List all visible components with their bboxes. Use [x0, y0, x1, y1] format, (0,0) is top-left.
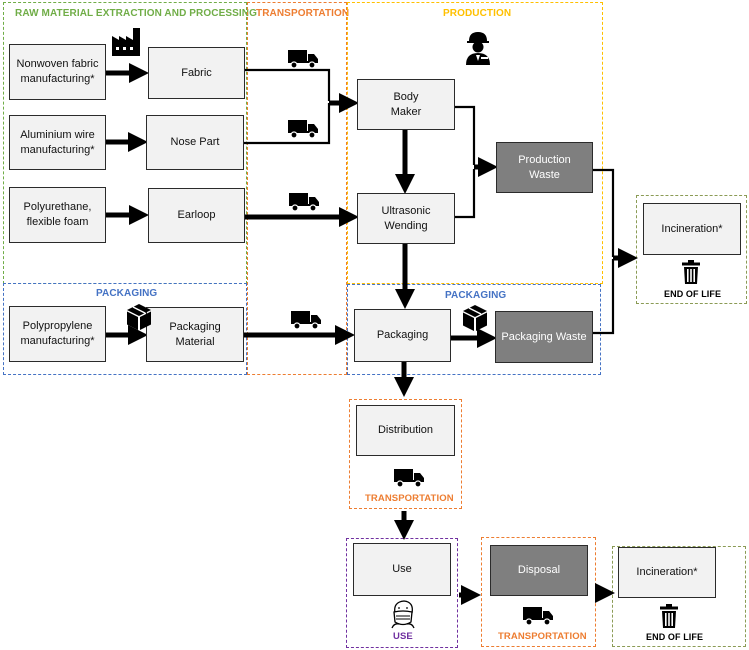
production-waste-box: Production Waste: [496, 142, 593, 193]
truck-icon: [288, 120, 318, 139]
package-icon: [127, 304, 151, 330]
end-of-life-zone-bottom-label: END OF LIFE: [646, 632, 704, 642]
packaging-material-box: Packaging Material: [146, 307, 244, 362]
truck-icon: [291, 311, 321, 330]
truck-icon: [288, 50, 318, 69]
package-icon: [463, 305, 487, 331]
production-zone: [347, 2, 603, 284]
line-nose: [244, 103, 331, 145]
aluminium-wire-box: Aluminium wire manufacturing*: [9, 115, 106, 170]
nose-part-box: Nose Part: [146, 115, 244, 170]
distribution-box: Distribution: [356, 405, 455, 456]
use-box: Use: [353, 543, 451, 596]
fabric-box: Fabric: [148, 47, 245, 99]
face-mask-icon: [391, 600, 415, 629]
line-fabric: [244, 68, 331, 101]
worker-icon: [466, 32, 490, 65]
ultrasonic-wending-box: Ultrasonic Wending: [357, 193, 455, 244]
body-maker-box: Body Maker: [357, 79, 455, 130]
transportation-zone-label: TRANSPORTATION: [256, 8, 350, 19]
packaging-box: Packaging: [354, 309, 451, 362]
disposal-transport-zone-label: TRANSPORTATION: [498, 631, 587, 642]
packaging-waste-box: Packaging Waste: [495, 311, 593, 363]
line-ultrasonic-to-waste: [455, 169, 476, 219]
incineration-box-top: Incineration*: [643, 203, 741, 255]
truck-icon: [289, 193, 319, 212]
raw-material-zone-label: RAW MATERIAL EXTRACTION AND PROCESSING: [15, 8, 257, 19]
packaging-zone-right-label: PACKAGING: [445, 290, 507, 301]
production-zone-label: PRODUCTION: [443, 8, 512, 19]
line-packwaste-to-incineration: [593, 259, 615, 335]
earloop-box: Earloop: [148, 188, 245, 243]
packaging-zone-left: [3, 283, 247, 375]
packaging-zone-left-label: PACKAGING: [96, 288, 158, 299]
incineration-box-bottom: Incineration*: [618, 547, 716, 598]
use-zone-label: USE: [393, 631, 413, 642]
transportation-zone: [247, 2, 347, 375]
end-of-life-zone-top-label: END OF LIFE: [664, 289, 722, 299]
polyurethane-box: Polyurethane, flexible foam: [9, 187, 106, 243]
line-prodwaste-to-incineration: [593, 168, 615, 257]
factory-icon: [112, 28, 140, 56]
trash-icon: [660, 604, 678, 628]
truck-icon: [394, 469, 424, 488]
distribution-transport-zone: [349, 399, 462, 509]
disposal-box: Disposal: [490, 545, 588, 596]
nonwoven-fabric-box: Nonwoven fabric manufacturing*: [9, 44, 106, 100]
trash-icon: [682, 260, 700, 284]
line-body-to-waste: [455, 105, 476, 165]
truck-icon: [523, 607, 553, 626]
polypropylene-box: Polypropylene manufacturing*: [9, 306, 106, 362]
distribution-transport-zone-label: TRANSPORTATION: [365, 493, 454, 504]
